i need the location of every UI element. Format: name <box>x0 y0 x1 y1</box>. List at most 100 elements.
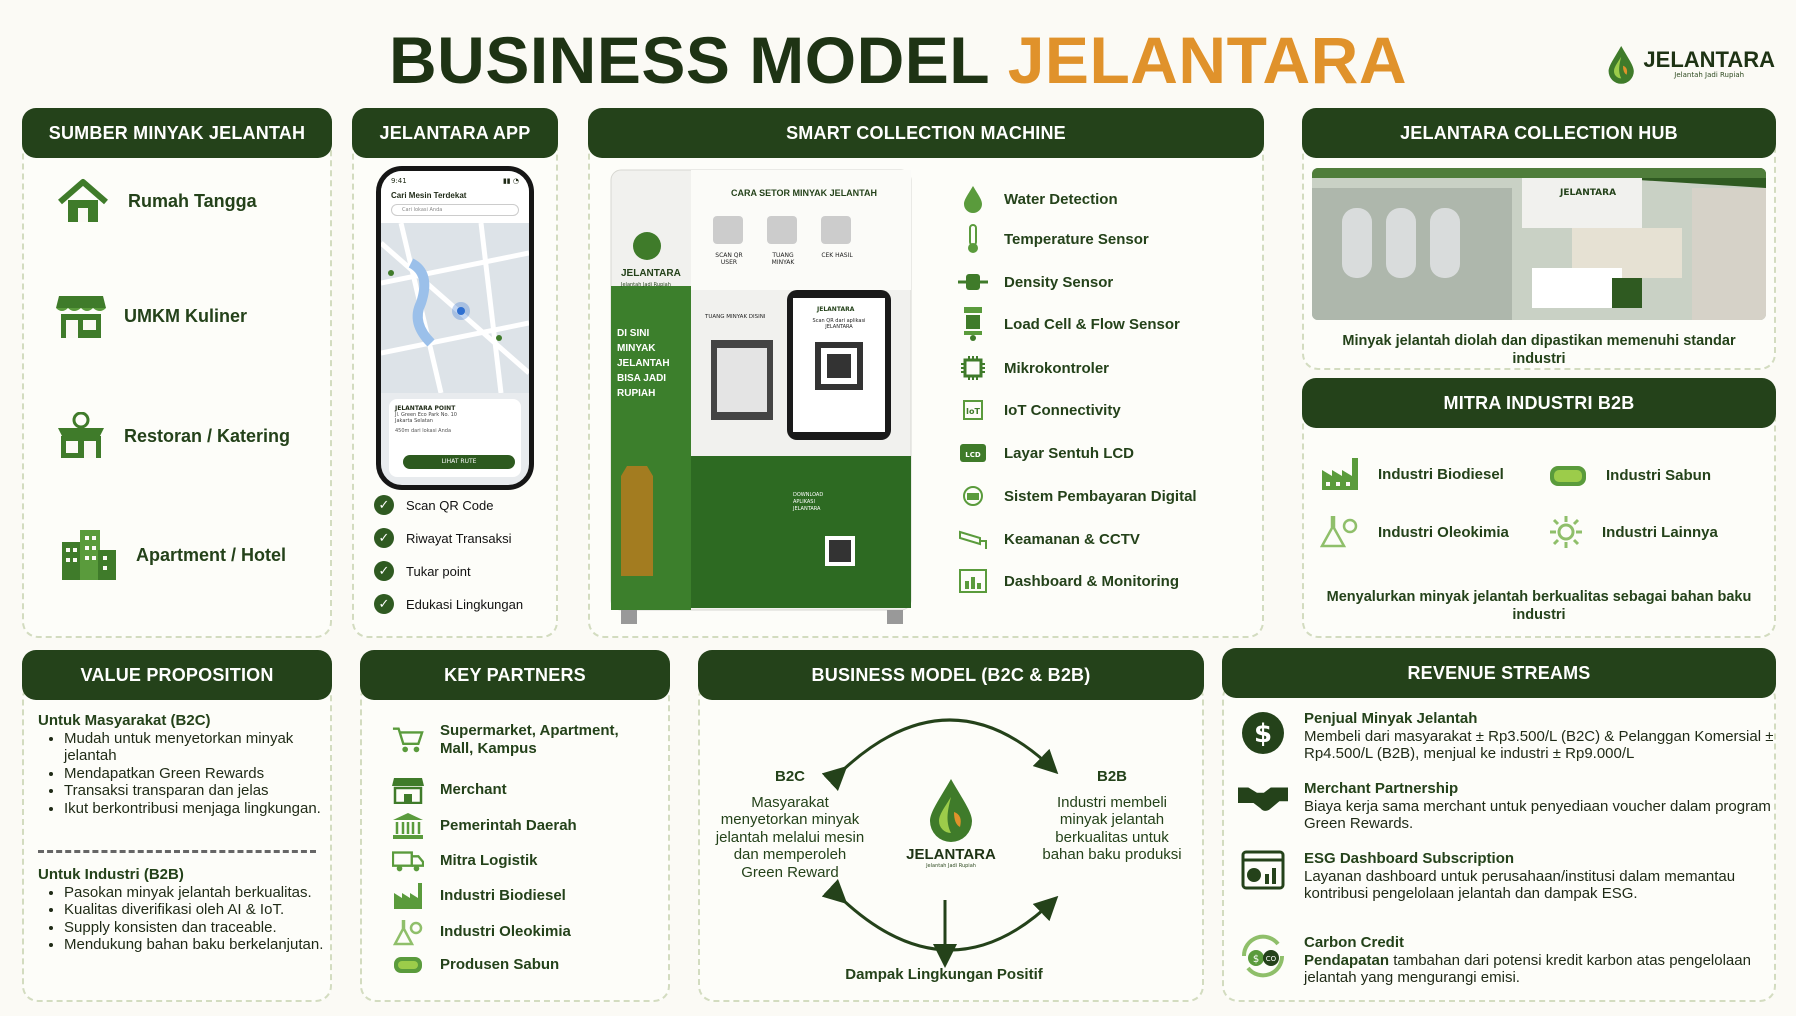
machine-feature: Sistem Pembayaran Digital <box>958 481 1197 511</box>
location-card[interactable]: JELANTARA POINT Jl. Green Eco Park No. 1… <box>389 399 521 477</box>
value-b2b-item: Pasokan minyak jelantah berkualitas. <box>64 884 328 902</box>
value-b2c-item: Ikut berkontribusi menjaga lingkungan. <box>64 800 328 818</box>
revenue-item-text: Pendapatan tambahan dari potensi kredit … <box>1304 952 1778 987</box>
partner-item: Industri Oleokimia <box>392 918 571 946</box>
machine-feature-label: IoT Connectivity <box>1004 401 1121 419</box>
revenue-panel <box>1222 682 1776 1002</box>
machine-step1: SCAN QR USER <box>715 252 743 266</box>
flow-arrows <box>821 718 1059 968</box>
mitra-item: Industri Oleokimia <box>1320 514 1509 550</box>
sumber-item-label: Restoran / Katering <box>124 425 291 446</box>
revenue-item-rest: tambahan dari potensi kredit karbon atas… <box>1304 951 1751 987</box>
revenue-item-title: Merchant Partnership <box>1304 780 1459 797</box>
value-b2c-item: Mendapatkan Green Rewards <box>64 765 328 783</box>
mitra-header: MITRA INDUSTRI B2B <box>1302 378 1776 428</box>
hub-header: JELANTARA COLLECTION HUB <box>1302 108 1776 158</box>
brand-logo: JELANTARA Jelantah Jadi Rupiah <box>1605 38 1775 90</box>
hub-caption: Minyak jelantah diolah dan dipastikan me… <box>1342 333 1736 367</box>
chemistry-icon <box>392 918 424 946</box>
shop-icon <box>56 292 106 340</box>
revenue-item-bold: Pendapatan <box>1304 951 1390 969</box>
mitra-item-label: Industri Sabun <box>1606 466 1711 484</box>
value-b2c-block: Untuk Masyarakat (B2C) Mudah untuk menye… <box>38 712 328 818</box>
machine-feature-label: Load Cell & Flow Sensor <box>1004 315 1180 333</box>
mitra-caption: Menyalurkan minyak jelantah berkualitas … <box>1326 589 1752 623</box>
partner-item-label: Industri Oleokimia <box>440 923 571 940</box>
revenue-item-title: ESG Dashboard Subscription <box>1304 850 1515 867</box>
machine-header: SMART COLLECTION MACHINE <box>588 108 1264 158</box>
check-icon: ✓ <box>374 594 394 614</box>
chip-icon <box>958 353 988 383</box>
phone-search-input[interactable]: Cari lokasi Anda <box>391 204 519 216</box>
machine-step2: TUANG MINYAK <box>771 252 795 266</box>
carbon-credit-icon: $CO <box>1238 934 1288 987</box>
sumber-item-label: Rumah Tangga <box>128 190 257 211</box>
machine-feature-label: Density Sensor <box>1004 273 1114 291</box>
machine-feature-label: Layar Sentuh LCD <box>1004 444 1135 462</box>
point-name: JELANTARA POINT <box>395 405 456 412</box>
sumber-header: SUMBER MINYAK JELANTAH <box>22 108 332 158</box>
machine-screen-text: Scan QR dari aplikasi JELANTARA <box>812 318 866 330</box>
lihat-rute-button[interactable]: LIHAT RUTE <box>403 455 515 469</box>
partner-item-label: Mitra Logistik <box>440 852 538 869</box>
mitra-item: Industri Sabun <box>1548 462 1711 488</box>
soap-icon <box>1548 462 1588 488</box>
machine-feature-label: Water Detection <box>1004 190 1118 208</box>
machine-brand: JELANTARA <box>621 268 681 279</box>
sumber-item-label: Apartment / Hotel <box>136 544 287 565</box>
bm-header: BUSINESS MODEL (B2C & B2B) <box>698 650 1204 700</box>
page-title: BUSINESS MODEL JELANTARA <box>0 22 1796 98</box>
machine-brand-tag: Jelantah Jadi Rupiah <box>621 282 671 288</box>
value-b2b-item: Supply konsisten dan traceable. <box>64 919 328 937</box>
logo-tagline: Jelantah Jadi Rupiah <box>1674 71 1745 79</box>
signal-icon: ▮▮ ◔ <box>502 177 519 185</box>
machine-step3: CEK HASIL <box>821 252 853 259</box>
partner-item-label: Produsen Sabun <box>440 956 560 973</box>
oil-drop-logo-icon <box>930 779 972 842</box>
bm-center-name: JELANTARA <box>906 846 996 863</box>
svg-text:$: $ <box>1253 954 1259 965</box>
bm-b2c-text: Masyarakat menyetorkan minyak jelantah m… <box>715 793 865 881</box>
partners-header: KEY PARTNERS <box>360 650 670 700</box>
bm-bottom: Dampak Lingkungan Positif <box>845 966 1043 983</box>
app-feature: ✓Riwayat Transaksi <box>374 528 511 548</box>
partner-item-label: Merchant <box>440 781 507 798</box>
mitra-item: Industri Lainnya <box>1548 514 1718 550</box>
lcd-icon: LCD <box>958 438 988 468</box>
partner-item-label: Pemerintah Daerah <box>440 817 577 834</box>
water-drop-icon <box>958 184 988 214</box>
machine-feature: Keamanan & CCTV <box>958 524 1140 554</box>
store-icon <box>392 776 424 804</box>
title-part2: JELANTARA <box>1007 23 1407 97</box>
bm-b2b: B2B Industri membeli minyak jelantah ber… <box>1040 768 1184 864</box>
restaurant-icon <box>56 412 106 460</box>
partner-item: Produsen Sabun <box>392 954 559 976</box>
machine-feature-label: Temperature Sensor <box>1004 230 1149 248</box>
factory-icon <box>1320 456 1360 492</box>
map-view[interactable] <box>381 222 529 394</box>
mitra-panel <box>1302 396 1776 638</box>
machine-feature: Density Sensor <box>958 267 1113 297</box>
truck-icon <box>392 848 424 874</box>
mitra-item-label: Industri Oleokimia <box>1378 523 1509 541</box>
value-divider <box>38 850 316 853</box>
app-feature: ✓Edukasi Lingkungan <box>374 594 523 614</box>
government-icon <box>392 812 424 840</box>
machine-steps-title: CARA SETOR MINYAK JELANTAH <box>731 188 878 198</box>
point-distance: 450m dari lokasi Anda <box>395 428 452 434</box>
factory-icon <box>392 882 424 910</box>
sumber-item: Apartment / Hotel <box>60 528 286 582</box>
app-header: JELANTARA APP <box>352 108 558 158</box>
bm-b2b-text: Industri membeli minyak jelantah berkual… <box>1042 793 1182 864</box>
dashboard-icon <box>1238 850 1288 903</box>
machine-feature: LCD Layar Sentuh LCD <box>958 438 1134 468</box>
bm-center-logo: JELANTARA Jelantah Jadi Rupiah <box>896 776 1006 869</box>
app-feature: ✓Scan QR Code <box>374 495 493 515</box>
cart-icon <box>392 725 424 755</box>
svg-text:$: $ <box>1254 719 1272 749</box>
machine-feature-label: Keamanan & CCTV <box>1004 530 1140 548</box>
